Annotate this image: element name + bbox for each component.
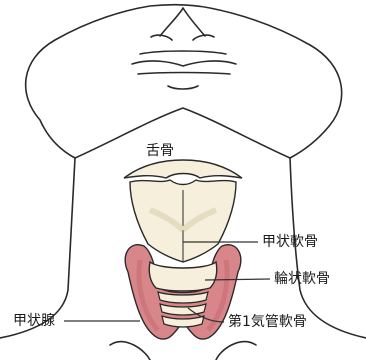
label-thyroid-cartilage: 甲状軟骨 <box>262 234 318 250</box>
label-hyoid: 舌骨 <box>144 143 176 159</box>
tracheal-rings <box>158 292 208 327</box>
cricoid-cartilage <box>149 262 217 291</box>
label-first-tracheal-cartilage: 第1気管軟骨 <box>228 314 307 330</box>
hyoid-bone <box>124 160 242 178</box>
label-thyroid-gland: 甲状腺 <box>13 313 55 329</box>
head-outline <box>26 5 342 158</box>
label-cricoid-cartilage: 輪状軟骨 <box>274 271 330 287</box>
